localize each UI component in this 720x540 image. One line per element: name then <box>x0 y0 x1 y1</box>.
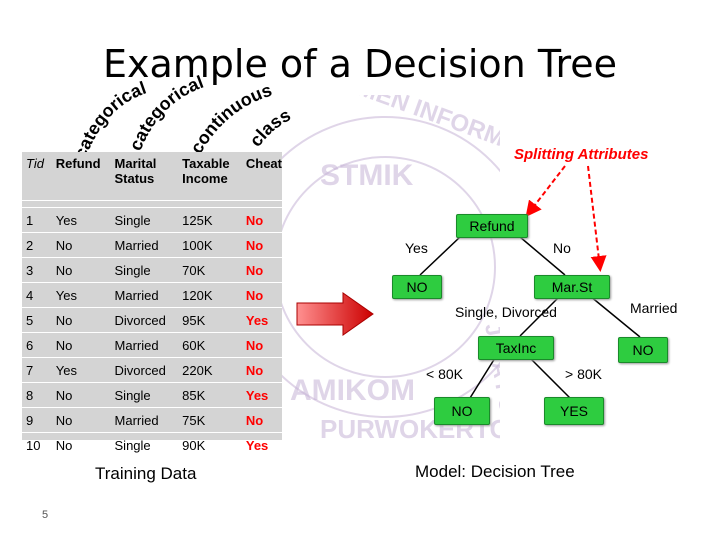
cell-marital: Single <box>110 257 179 283</box>
cell-income: 220K <box>178 357 242 383</box>
taxinc-left-label: < 80K <box>426 366 463 382</box>
cell-marital: Married <box>110 232 179 258</box>
cell-cheat: No <box>241 232 282 258</box>
splitting-attributes-label: Splitting Attributes <box>514 146 649 163</box>
marst-right-label: Married <box>630 300 678 316</box>
cell-cheat: No <box>241 332 282 358</box>
cell-refund: No <box>51 432 111 457</box>
training-table-panel: Tid Refund Marital Status Taxable Income… <box>22 152 282 457</box>
cell-refund: Yes <box>51 282 111 308</box>
cell-tid: 7 <box>22 357 52 383</box>
refund-no-label: No <box>553 240 571 256</box>
leaf-yes-income: YES <box>544 397 604 425</box>
cell-tid: 5 <box>22 307 52 333</box>
taxinc-right-label: > 80K <box>565 366 602 382</box>
cell-refund: Yes <box>51 207 111 233</box>
training-table: Tid Refund Marital Status Taxable Income… <box>22 152 282 457</box>
table-gap-cell <box>22 200 282 208</box>
cell-marital: Single <box>110 207 179 233</box>
cell-income: 100K <box>178 232 242 258</box>
cell-marital: Divorced <box>110 307 179 333</box>
cell-tid: 6 <box>22 332 52 358</box>
cell-refund: No <box>51 307 111 333</box>
cell-income: 120K <box>178 282 242 308</box>
model-label: Model: Decision Tree <box>415 462 575 481</box>
cell-cheat: Yes <box>241 432 282 457</box>
cell-income: 70K <box>178 257 242 283</box>
cell-cheat: No <box>241 282 282 308</box>
watermark-top: STMIK <box>320 159 414 192</box>
cell-refund: No <box>51 382 111 408</box>
cell-cheat: No <box>241 207 282 233</box>
header-income: Taxable Income <box>182 156 230 186</box>
watermark-middle: AMIKOM <box>290 374 415 407</box>
cell-income: 95K <box>178 307 242 333</box>
cell-income: 75K <box>178 407 242 433</box>
arrow-icon <box>296 292 374 336</box>
header-cheat: Cheat <box>245 156 282 171</box>
leaf-no-income: NO <box>434 397 490 425</box>
slide-title: Example of a Decision Tree <box>102 42 618 86</box>
cell-tid: 8 <box>22 382 52 408</box>
cell-marital: Single <box>110 382 179 408</box>
cell-marital: Married <box>110 332 179 358</box>
cell-income: 60K <box>178 332 242 358</box>
cell-marital: Divorced <box>110 357 179 383</box>
marst-node: Mar.St <box>534 275 610 299</box>
cell-refund: Yes <box>51 357 111 383</box>
cell-tid: 9 <box>22 407 52 433</box>
header-tid: Tid <box>26 156 44 171</box>
marst-left-label: Single, Divorced <box>455 304 557 320</box>
cell-marital: Single <box>110 432 179 457</box>
taxinc-node: TaxInc <box>478 336 554 360</box>
cell-tid: 10 <box>22 432 52 457</box>
table-gap <box>22 200 282 208</box>
page-number: 5 <box>42 509 49 521</box>
training-data-label: Training Data <box>95 464 197 483</box>
cell-tid: 4 <box>22 282 52 308</box>
header-marital: Marital Status <box>114 156 157 186</box>
header-refund: Refund <box>55 156 101 171</box>
cell-refund: No <box>51 232 111 258</box>
cell-tid: 2 <box>22 232 52 258</box>
leaf-no-refund: NO <box>392 275 442 299</box>
cell-cheat: No <box>241 407 282 433</box>
cell-cheat: Yes <box>241 382 282 408</box>
cell-income: 85K <box>178 382 242 408</box>
cell-marital: Married <box>110 407 179 433</box>
refund-node: Refund <box>456 214 528 238</box>
cell-refund: No <box>51 332 111 358</box>
cell-tid: 1 <box>22 207 52 233</box>
cell-cheat: No <box>241 357 282 383</box>
leaf-no-married: NO <box>618 337 668 363</box>
cell-tid: 3 <box>22 257 52 283</box>
cell-cheat: No <box>241 257 282 283</box>
cell-marital: Married <box>110 282 179 308</box>
cell-refund: No <box>51 407 111 433</box>
cell-income: 125K <box>178 207 242 233</box>
cell-refund: No <box>51 257 111 283</box>
refund-yes-label: Yes <box>405 240 428 256</box>
cell-cheat: Yes <box>241 307 282 333</box>
cell-income: 90K <box>178 432 242 457</box>
